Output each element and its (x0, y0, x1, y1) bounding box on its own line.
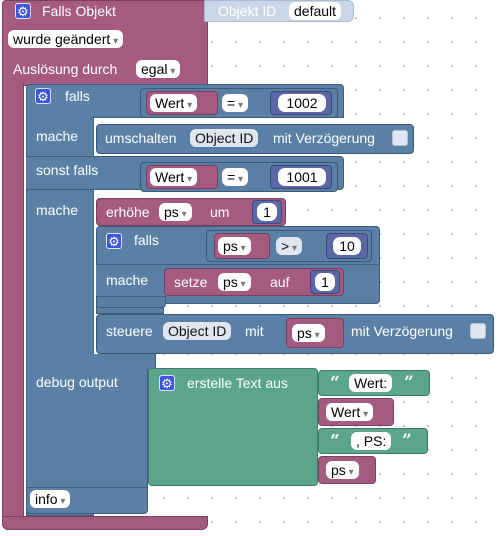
increment-by-label: um (210, 204, 230, 220)
set-to-label: auf (270, 274, 290, 290)
event-block-left-arm (2, 82, 24, 522)
number-value-1[interactable]: 1002 (278, 94, 326, 112)
delay-checkbox-1[interactable] (392, 130, 408, 146)
number-value-2[interactable]: 1001 (278, 168, 326, 186)
set-number[interactable]: 1 (315, 273, 335, 291)
inner-if-foot (96, 296, 166, 308)
toggle-suffix: mit Verzögerung (273, 130, 375, 146)
control-suffix: mit Verzögerung (351, 323, 453, 339)
number-value-3[interactable]: 10 (333, 237, 361, 255)
debug-level-dropdown[interactable]: info (30, 490, 71, 508)
text-value-1[interactable]: Wert: (349, 374, 393, 392)
operator-dropdown-3[interactable]: > (276, 237, 302, 255)
value-dropdown-1[interactable]: Wert (150, 94, 198, 112)
text-value-2[interactable]: , PS: (351, 432, 392, 450)
inner-do-label: mache (106, 272, 149, 288)
increment-number[interactable]: 1 (257, 203, 277, 221)
delay-checkbox-2[interactable] (470, 323, 486, 339)
gear-icon[interactable]: ⚙ (15, 3, 31, 19)
inner-if-label: falls (134, 232, 159, 248)
gear-icon[interactable]: ⚙ (159, 375, 175, 391)
debug-label: debug output (36, 374, 118, 390)
toggle-label: umschalten (105, 130, 177, 146)
set-var-dropdown[interactable]: ps (218, 273, 251, 291)
triggered-by-dropdown[interactable]: egal (136, 60, 181, 78)
do-label-2: mache (36, 202, 79, 218)
open-quote-icon: “ (330, 373, 340, 393)
do-label: mache (36, 128, 79, 144)
if-label: falls (65, 88, 90, 104)
value-dropdown-3[interactable]: Wert (326, 403, 374, 421)
operator-dropdown-1[interactable]: = (222, 94, 248, 112)
object-id-value[interactable]: default (289, 2, 342, 20)
gear-icon[interactable]: ⚙ (35, 88, 51, 104)
object-id-label: Objekt ID (218, 3, 277, 19)
control-var-dropdown[interactable]: ps (292, 324, 325, 342)
create-text-block[interactable] (148, 368, 318, 486)
create-text-label: erstelle Text aus (187, 375, 288, 391)
var-dropdown-ps[interactable]: ps (218, 237, 251, 255)
close-quote-icon: ” (402, 431, 412, 451)
event-block-bottom (2, 516, 208, 530)
close-quote-icon: ” (404, 373, 414, 393)
increment-var-dropdown[interactable]: ps (159, 203, 192, 221)
set-label: setze (174, 274, 208, 290)
open-quote-icon: “ (330, 431, 340, 451)
control-label: steuere (106, 323, 153, 339)
var-dropdown-ps-2[interactable]: ps (326, 461, 359, 479)
value-dropdown-2[interactable]: Wert (150, 168, 198, 186)
triggered-by-label: Auslösung durch (13, 61, 118, 77)
event-title: Falls Objekt (42, 3, 116, 19)
gear-icon[interactable]: ⚙ (106, 233, 122, 249)
else-if-label: sonst falls (36, 162, 99, 178)
control-object-id[interactable]: Object ID (163, 322, 232, 340)
toggle-object-id[interactable]: Object ID (190, 129, 259, 147)
operator-dropdown-2[interactable]: = (222, 168, 248, 186)
debug-block[interactable] (26, 368, 148, 488)
control-with-label: mit (245, 323, 264, 339)
change-dropdown[interactable]: wurde geändert (8, 30, 124, 48)
increment-label: erhöhe (106, 204, 150, 220)
